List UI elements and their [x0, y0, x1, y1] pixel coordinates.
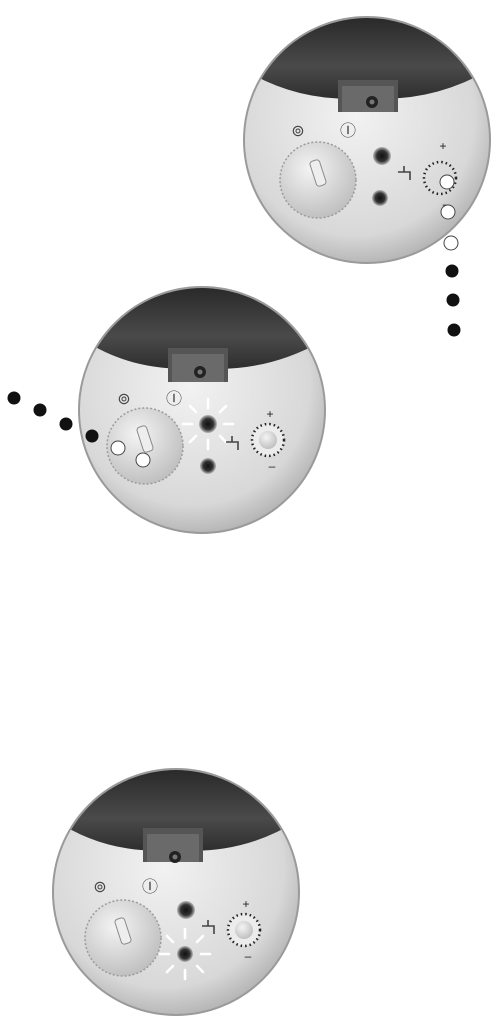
- indicator-dot-light: [440, 175, 454, 189]
- symbol-power: Ⓘ: [340, 122, 356, 140]
- indicator-dot-dark: [448, 324, 461, 337]
- symbol-auto: ⊚: [93, 879, 106, 896]
- dial-minus: –: [245, 949, 252, 963]
- dial-plus: +: [266, 407, 273, 421]
- dial-minus: –: [269, 459, 276, 473]
- main-knob: [85, 900, 161, 976]
- indicator-dot-dark: [60, 418, 73, 431]
- sensor-hole-lower: [200, 458, 216, 474]
- hinge-clip: [168, 348, 228, 382]
- dial-plus: +: [439, 139, 446, 153]
- indicator-dot-light: [441, 205, 455, 219]
- sensor-hole-lower: [177, 946, 193, 962]
- indicator-dot-light: [111, 441, 125, 455]
- indicator-dot-dark: [8, 392, 21, 405]
- hinge-clip: [143, 828, 203, 863]
- dial-plus: +: [242, 897, 249, 911]
- indicator-dot-dark: [446, 265, 459, 278]
- device-panel-middle: ⊚ Ⓘ + –: [70, 287, 340, 533]
- device-panel-bottom: ⊚ Ⓘ + –: [44, 769, 310, 1015]
- main-knob: [280, 142, 356, 218]
- indicator-dot-dark: [34, 404, 47, 417]
- sensor-hole-upper: [373, 147, 391, 165]
- indicator-dot-dark: [86, 430, 99, 443]
- symbol-auto: ⊚: [291, 123, 304, 140]
- indicator-dot-light: [136, 453, 150, 467]
- symbol-auto: ⊚: [117, 391, 130, 408]
- sensor-hole-lower: [372, 190, 388, 206]
- hinge-clip: [338, 80, 398, 112]
- sensor-hole-upper: [199, 415, 217, 433]
- device-panel-top: ⊚ Ⓘ + –: [230, 17, 501, 263]
- indicator-dot-dark: [447, 294, 460, 307]
- sensor-hole-upper: [177, 901, 195, 919]
- indicator-dot-light: [444, 236, 458, 250]
- symbol-power: Ⓘ: [166, 390, 182, 408]
- symbol-power: Ⓘ: [142, 878, 158, 896]
